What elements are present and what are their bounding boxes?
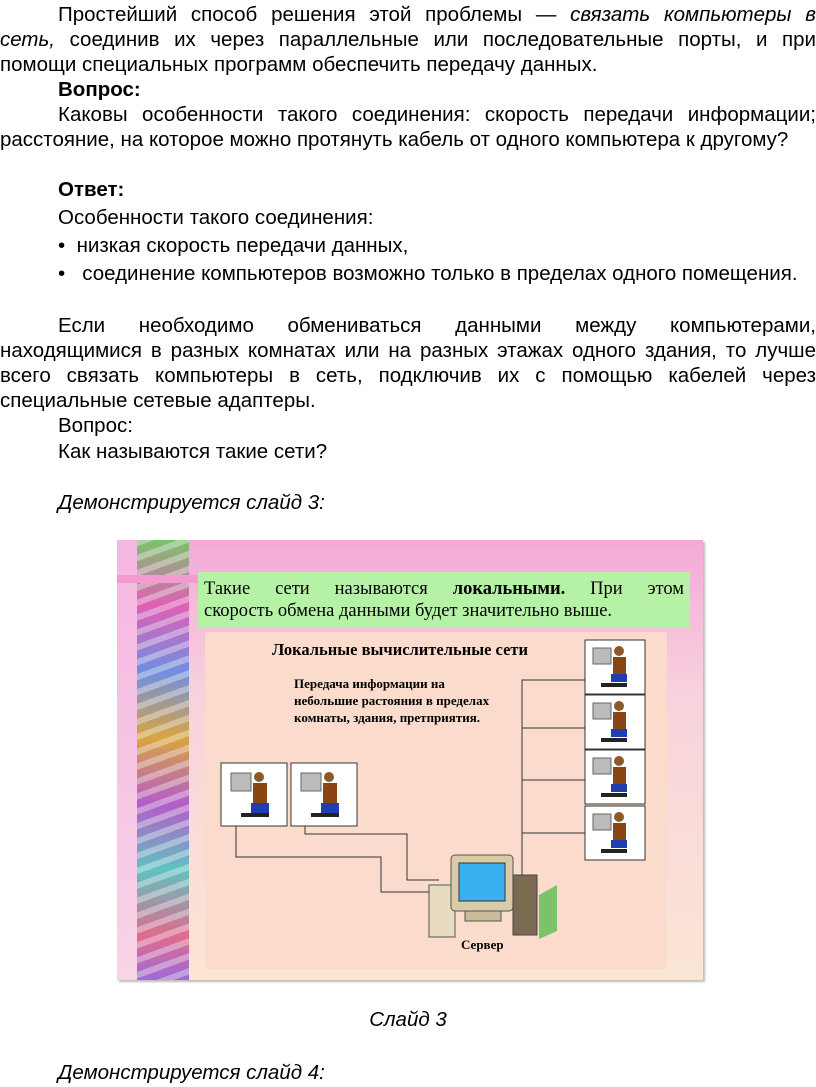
question-text: Каковы особенности такого соединения: ск… [0,103,816,151]
bullet-item-2: • соединение компьютеров возможно только… [58,262,798,285]
question2-label: Вопрос: [58,414,133,437]
bullet-text-2: соединение компьютеров возможно только в… [82,262,798,285]
question-label: Вопрос: [58,78,141,101]
workstation-icon [584,749,646,805]
question2-text: Как называются такие сети? [58,440,328,463]
slide-callout-line1: Такие сети называются локальными. При эт… [204,578,684,600]
callout-bold-term: локальными. [452,579,566,599]
server-computer-icon [428,854,557,939]
workstation-icon [584,639,646,695]
diagram-title: Локальные вычислительные сети [272,640,529,659]
answer-intro: Особенности такого соединения: [58,206,374,229]
workstation-icon [584,694,646,750]
diagram-description: Передача информации на небольшие растоян… [294,676,490,725]
intro-italic-phrase: связать компьютеры в [570,3,816,26]
slide-callout: Такие сети называются локальными. При эт… [198,572,690,628]
callout-tail-text: При этом [565,579,684,599]
slide-3-image: Такие сети называются локальными. При эт… [117,540,703,980]
demo-slide4-note: Демонстрируется слайд 4: [58,1061,325,1084]
paragraph-networks: Если необходимо обмениваться данными меж… [0,314,816,412]
workstation-icon [220,762,288,827]
network-diagram [220,639,646,939]
paragraph-intro-line3: помощи специальных программ обеспечить п… [0,53,598,76]
bullet-item-1: • низкая скорость передачи данных, [58,234,409,257]
intro-italic-phrase-tail: сеть, [0,28,70,51]
slide3-caption: Слайд 3 [369,1008,447,1031]
bullet-text-1: низкая скорость передачи данных, [76,234,409,257]
paragraph-intro-line2: сеть, соединив их через параллельные или… [0,28,816,51]
paragraph-intro: Простейший способ решения этой проблемы … [0,2,816,27]
slide-decor-bar [117,575,237,583]
slide-callout-line2: скорость обмена данными будет значительн… [204,601,613,621]
network-cables [235,679,585,893]
workstation-icon [584,805,646,861]
slide-decor-stripe-light [117,540,137,980]
answer-label: Ответ: [58,178,125,201]
workstation-icon [290,762,358,827]
demo-slide3-note: Демонстрируется слайд 3: [58,491,325,514]
callout-text: Такие сети называются [204,579,453,599]
workstations [220,639,646,861]
intro-text: Простейший способ решения этой проблемы … [58,3,571,26]
slide-decor-stripe [137,540,189,980]
server-label: Сервер [461,937,504,952]
